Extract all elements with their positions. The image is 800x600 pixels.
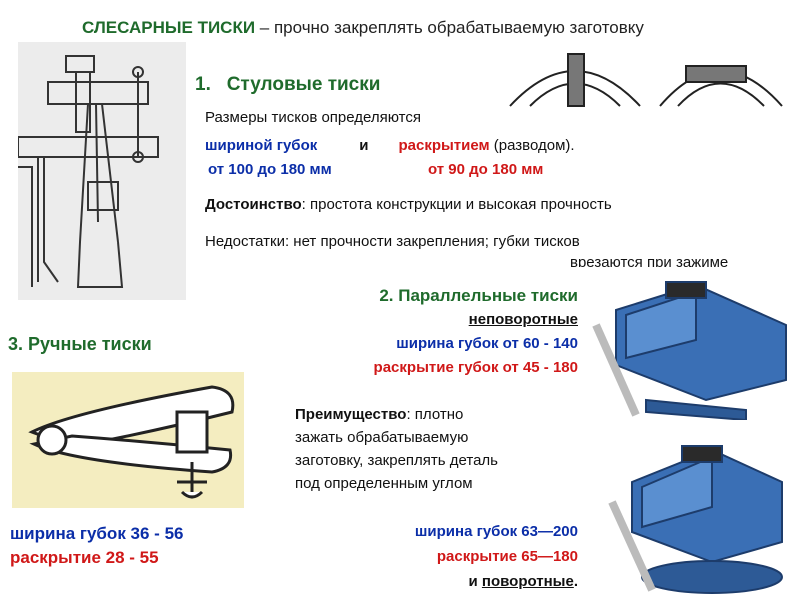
- disadvantage-line1: Недостатки: нет прочности закрепления; г…: [205, 233, 580, 250]
- parallel-vise-fixed-image: [592, 281, 787, 420]
- size-line1: Размеры тисков определяются: [205, 109, 421, 126]
- parallel-adv-line1: Преимущество: плотно: [295, 406, 464, 423]
- title-main: СЛЕСАРНЫЕ ТИСКИ: [82, 18, 256, 37]
- bench-vise-drawing: [18, 42, 186, 300]
- parallel-width: ширина губок от 60 - 140: [396, 335, 578, 352]
- parallel-adv-line2: зажать обрабатываемую: [295, 429, 469, 446]
- advantage: Достоинство: простота конструкции и высо…: [205, 196, 612, 213]
- rotary-width: ширина губок 63—200: [414, 523, 578, 540]
- page-title: СЛЕСАРНЫЕ ТИСКИ – прочно закреплять обра…: [82, 18, 644, 38]
- section-bench-heading: 1. Стуловые тиски: [195, 74, 381, 95]
- rotary-line: и поворотные.: [468, 573, 578, 590]
- parallel-fixed: неповоротные: [468, 311, 578, 328]
- section-hand-heading: 3. Ручные тиски: [8, 334, 152, 354]
- parallel-vise-rotary-image: [608, 445, 783, 594]
- width-range: от 100 до 180 мм: [208, 161, 332, 178]
- hand-open: раскрытие 28 - 55: [10, 548, 159, 567]
- jaw-diagrams: [509, 53, 783, 107]
- section-parallel-heading: 2. Параллельные тиски: [379, 286, 578, 305]
- disadvantage-line2: врезаются при зажиме: [570, 254, 729, 267]
- parallel-adv-line4: под определенным углом: [295, 475, 473, 492]
- parallel-open: раскрытие губок от 45 - 180: [373, 359, 578, 376]
- rotary-open: раскрытие 65—180: [436, 548, 578, 565]
- hand-width: ширина губок 36 - 56: [10, 524, 184, 543]
- parallel-adv-line3: заготовку, закреплять деталь: [295, 452, 498, 469]
- title-rest: – прочно закреплять обрабатываемую загот…: [255, 18, 644, 37]
- open-range: от 90 до 180 мм: [428, 161, 544, 178]
- hand-vise-drawing: [12, 372, 244, 508]
